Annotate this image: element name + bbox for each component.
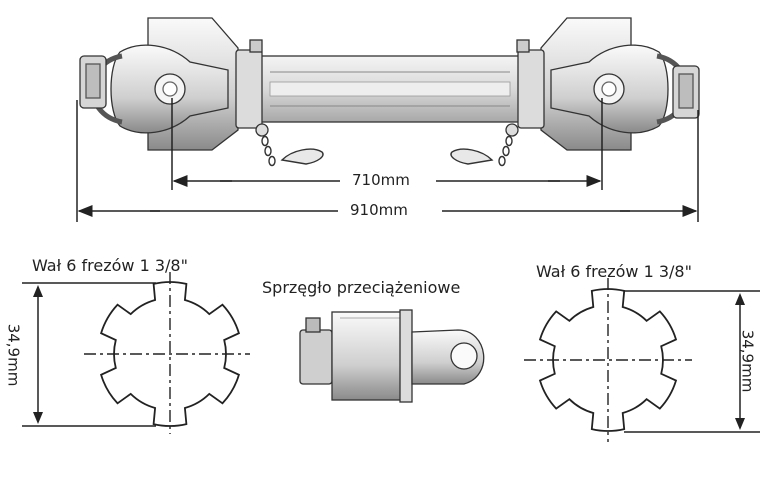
left-spline-outline [100, 281, 240, 427]
left-profile-title: Wał 6 frezów 1 3/8" [32, 256, 188, 275]
left-diameter-label: 34,9mm [4, 323, 23, 387]
left-spline-profile [22, 272, 250, 434]
inner-length-label: 710mm [352, 171, 410, 189]
left-safety-chain [261, 135, 324, 167]
dimension-lines [76, 98, 699, 222]
right-spline-outline [538, 288, 678, 432]
pto-shaft [79, 17, 700, 167]
right-spline-profile [524, 278, 760, 442]
right-safety-chain [450, 135, 513, 167]
right-diameter-label: 34,9mm [738, 329, 757, 393]
right-profile-title: Wał 6 frezów 1 3/8" [536, 262, 692, 281]
overload-clutch [299, 309, 485, 403]
clutch-title: Sprzęgło przeciążeniowe [262, 278, 461, 297]
total-length-label: 910mm [350, 201, 408, 219]
